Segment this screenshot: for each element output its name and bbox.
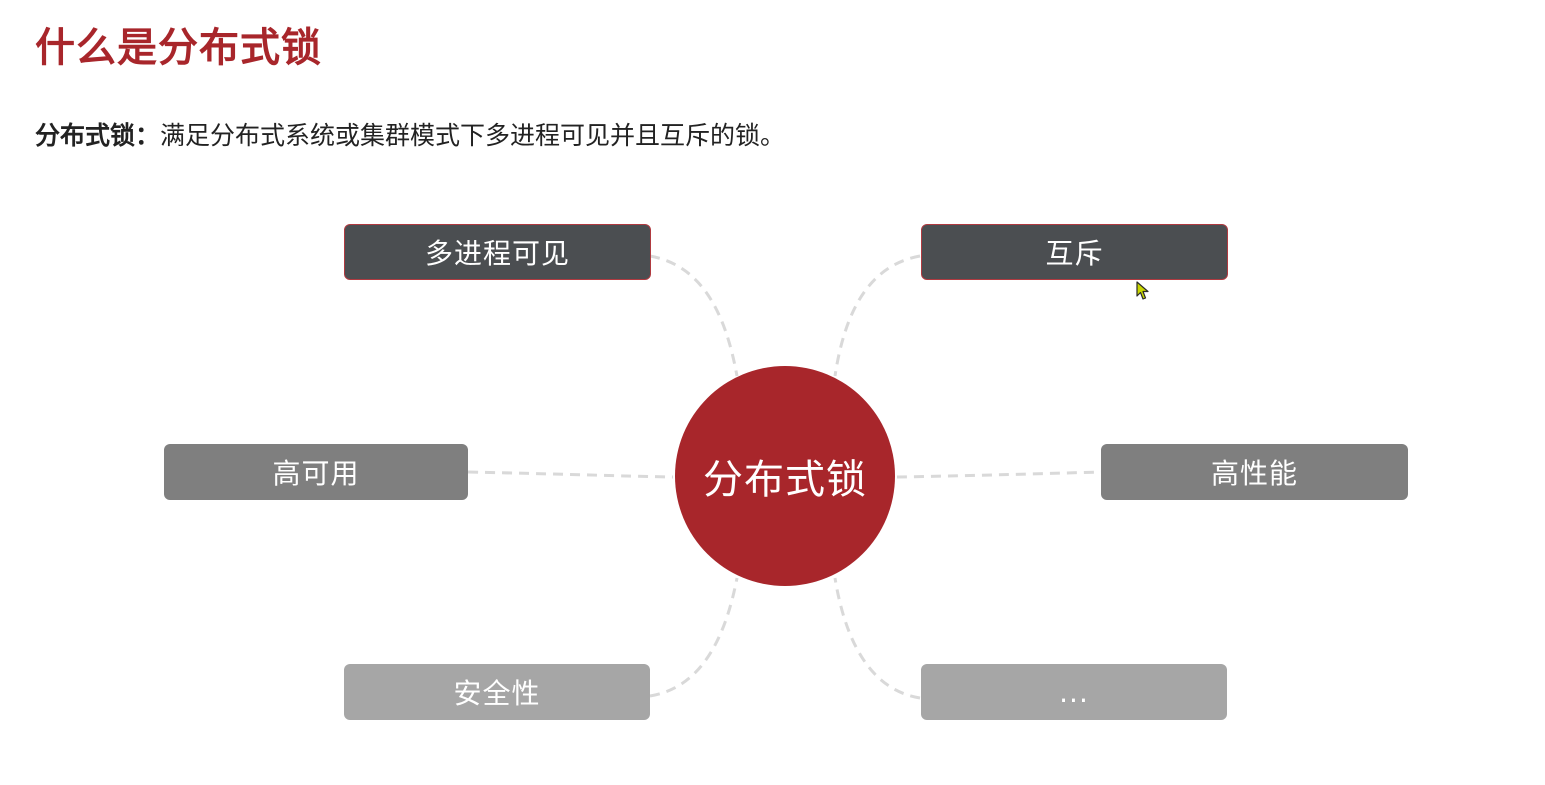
connector-top-left: [649, 254, 739, 377]
mouse-cursor-icon: [1136, 281, 1149, 300]
connector-mid-right: [896, 470, 1102, 479]
page-title: 什么是分布式锁: [35, 25, 322, 71]
node-label: 互斥: [1045, 237, 1104, 270]
connector-bottom-right: [833, 577, 921, 700]
node-security: 安全性: [344, 664, 650, 720]
center-label: 分布式锁: [703, 457, 867, 503]
node-multi-process-visible: 多进程可见: [344, 224, 651, 280]
node-high-availability: 高可用: [164, 444, 468, 500]
node-more: ...: [921, 664, 1227, 720]
node-label: 高性能: [1210, 457, 1298, 490]
node-label: 安全性: [453, 677, 541, 710]
definition-term: 分布式锁：: [35, 121, 161, 150]
node-label: 高可用: [272, 457, 360, 490]
node-high-performance: 高性能: [1101, 444, 1408, 500]
connector-bottom-left: [649, 577, 739, 698]
node-label: 多进程可见: [424, 237, 570, 270]
definition-text: 满足分布式系统或集群模式下多进程可见并且互斥的锁。: [160, 121, 786, 150]
center-node-distributed-lock: 分布式锁: [675, 366, 895, 586]
node-mutual-exclusion: 互斥: [921, 224, 1228, 280]
connector-mid-left: [467, 470, 674, 479]
definition-line: 分布式锁：满足分布式系统或集群模式下多进程可见并且互斥的锁。: [35, 116, 785, 156]
node-label: ...: [1059, 675, 1089, 709]
connector-top-right: [833, 254, 921, 377]
